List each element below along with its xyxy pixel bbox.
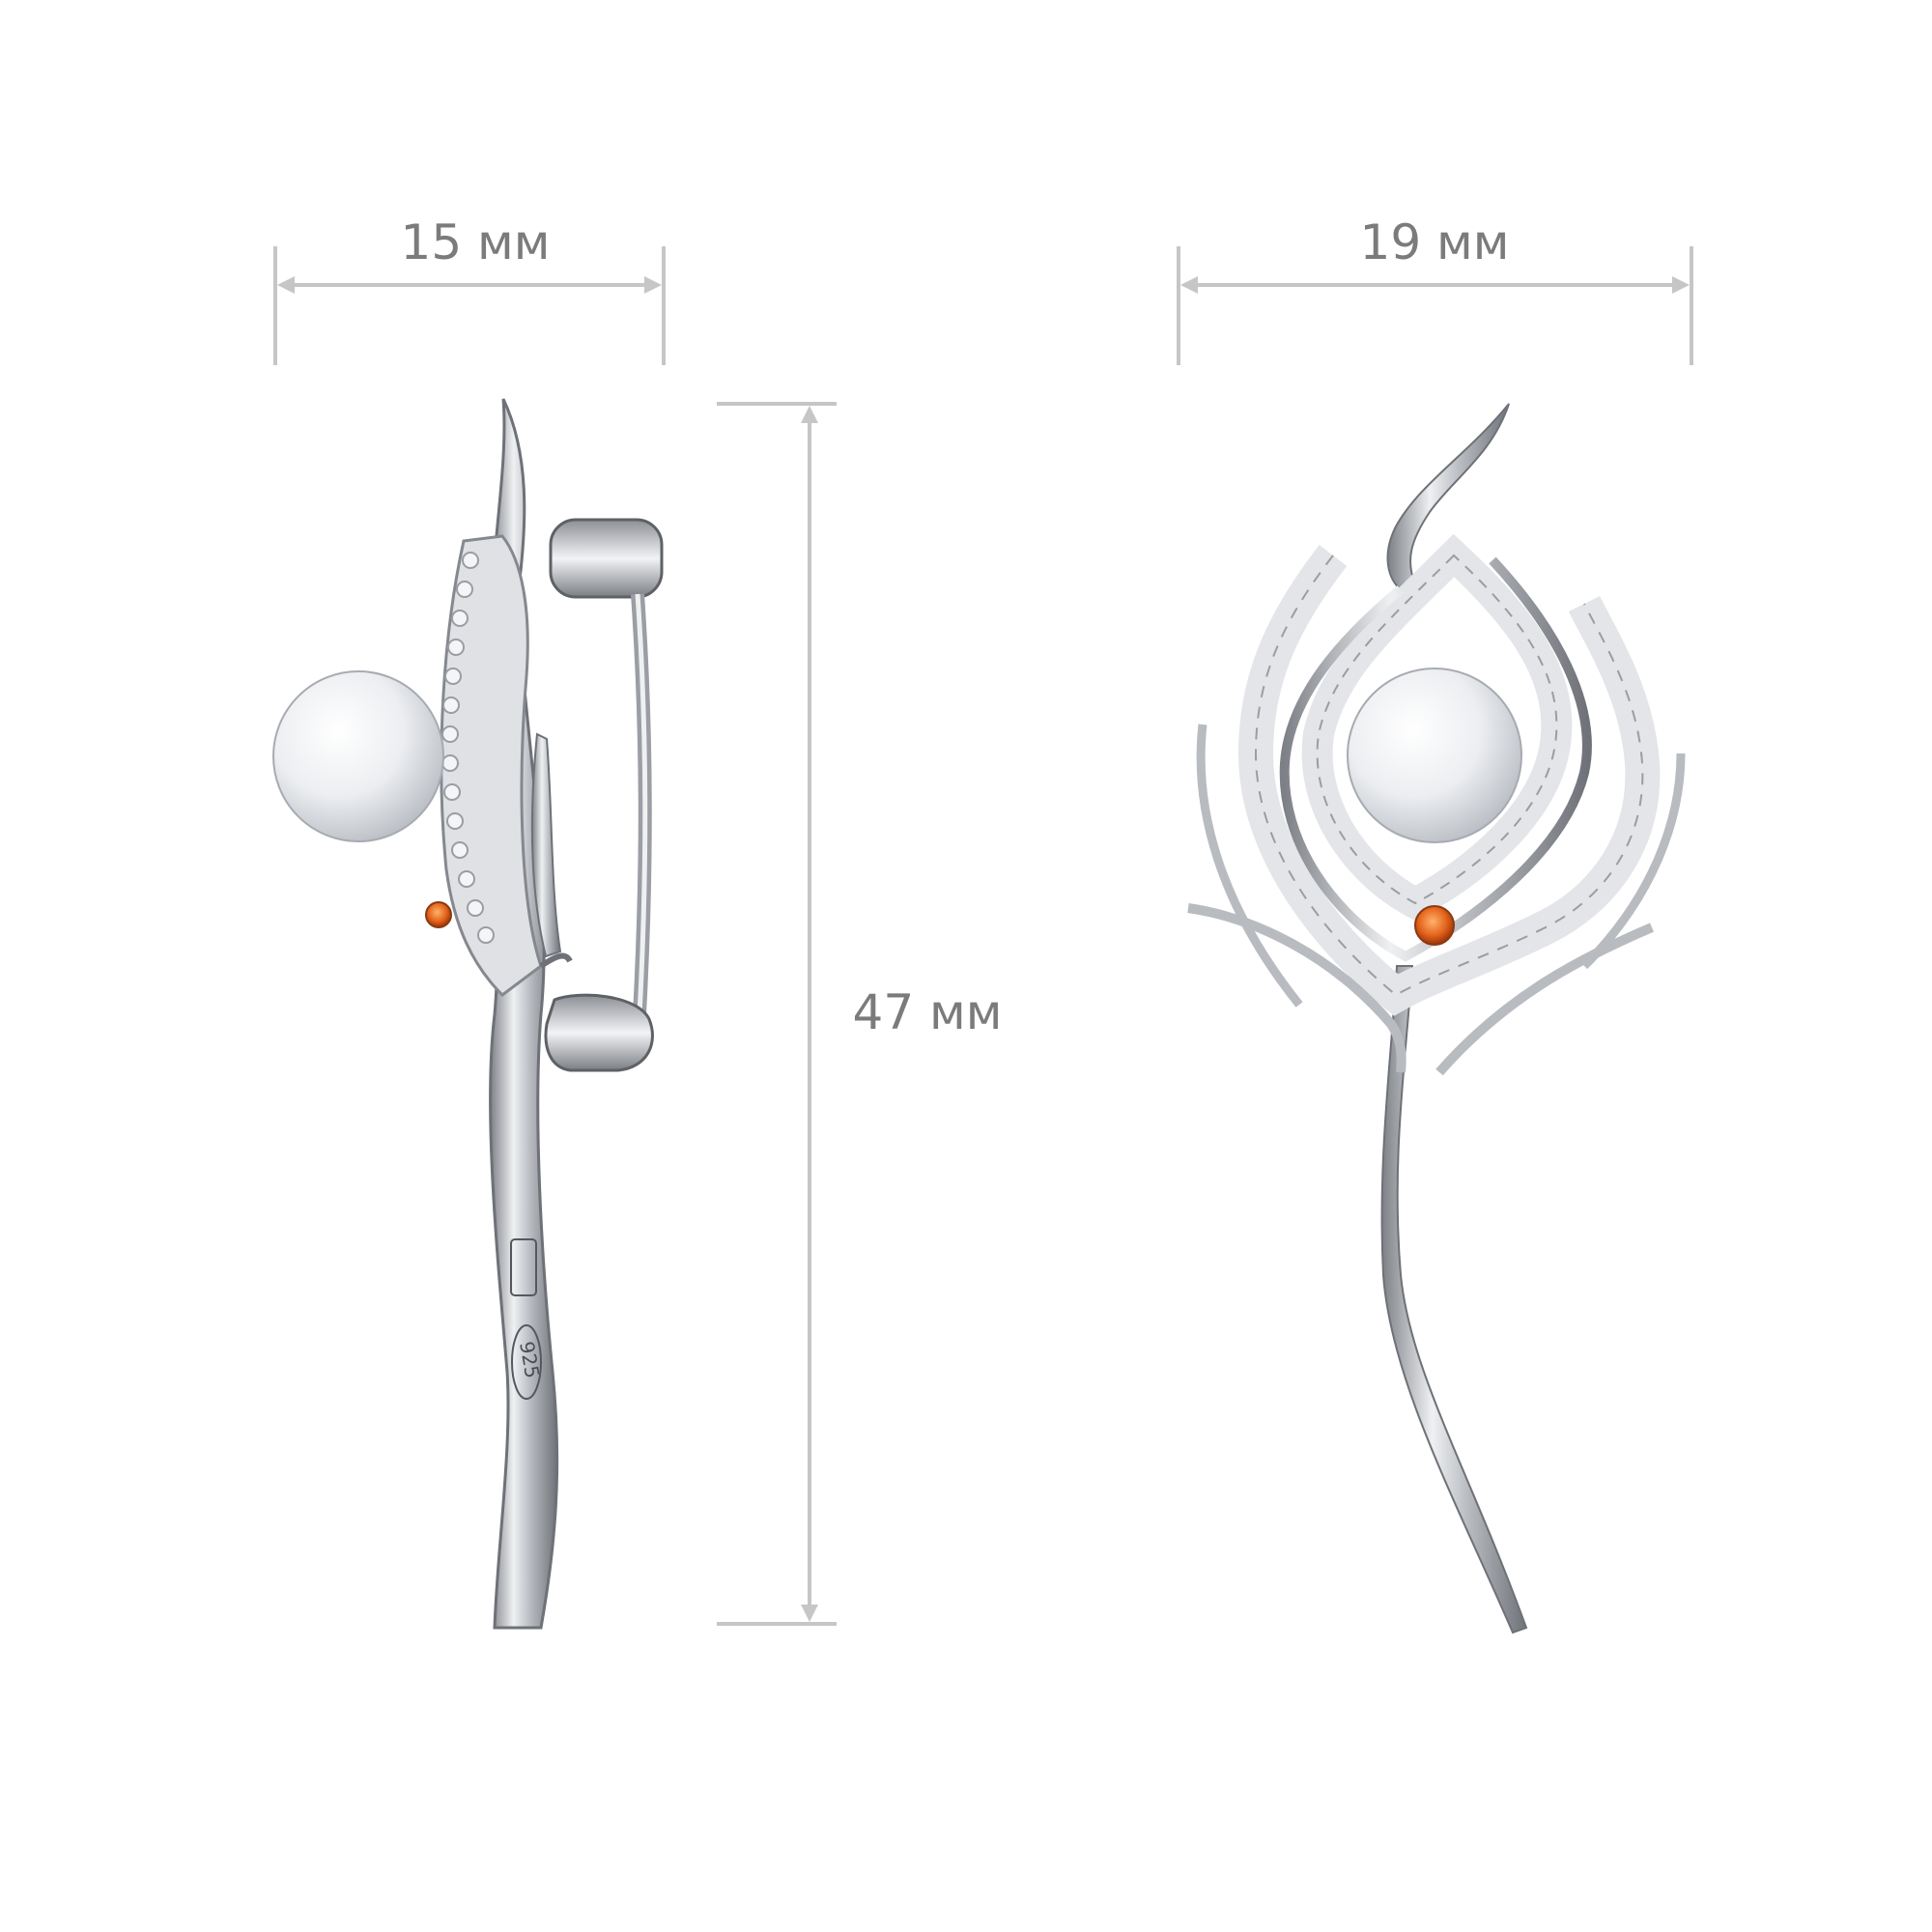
side-width-dimension: 15 мм (273, 214, 666, 365)
front-width-dimension: 19 мм (1177, 214, 1693, 365)
pave-stones-side (441, 552, 495, 944)
height-dimension: 47 мм (717, 402, 1034, 1626)
front-width-label: 19 мм (1360, 214, 1510, 270)
pearl-side (272, 670, 444, 842)
pin-hinge (549, 518, 664, 599)
pearl-front (1347, 668, 1522, 843)
orange-stone-front (1414, 905, 1455, 946)
side-width-label: 15 мм (401, 214, 551, 270)
brooch-front-view (1187, 403, 1686, 1634)
pin-clasp (544, 993, 654, 1072)
height-label: 47 мм (853, 984, 1003, 1040)
orange-stone-side (425, 901, 452, 928)
brooch-side-view: 925 (272, 398, 664, 1630)
